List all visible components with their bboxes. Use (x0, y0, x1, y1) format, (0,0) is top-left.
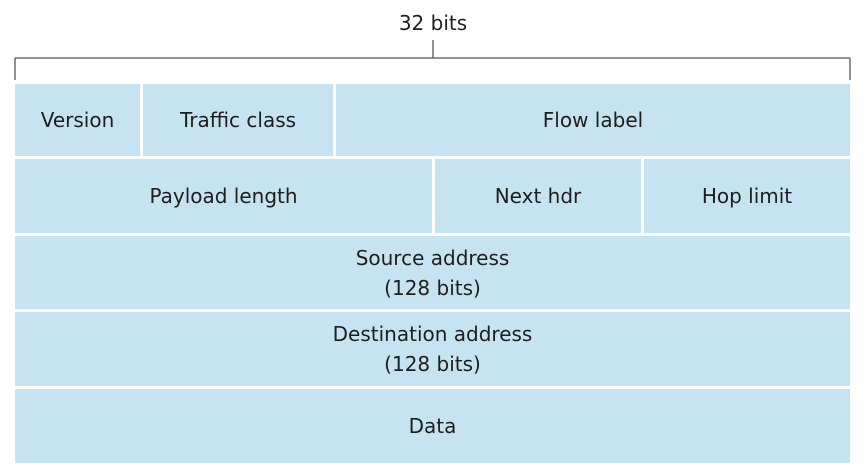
field-payload-length-label: Payload length (149, 184, 298, 208)
field-version-label: Version (40, 108, 115, 132)
field-payload-length: Payload length (15, 159, 432, 233)
width-label: 32 bits (398, 11, 468, 35)
field-next-hdr-label: Next hdr (494, 184, 582, 208)
field-data-label: Data (408, 414, 457, 438)
field-flow-label: Flow label (336, 84, 850, 156)
field-source-address-size: (128 bits) (384, 275, 481, 300)
field-traffic-class-label: Traffic class (179, 108, 297, 132)
width-bracket (14, 40, 851, 80)
field-destination-address: Destination address (128 bits) (15, 312, 850, 386)
field-data: Data (15, 389, 850, 463)
field-source-address-label: Source address (355, 245, 510, 270)
field-traffic-class: Traffic class (143, 84, 333, 156)
ipv6-header-diagram: Version Traffic class Flow label Payload… (15, 84, 850, 463)
field-hop-limit: Hop limit (644, 159, 850, 233)
field-flow-label-label: Flow label (542, 108, 644, 132)
field-source-address: Source address (128 bits) (15, 236, 850, 309)
field-hop-limit-label: Hop limit (701, 184, 793, 208)
field-destination-address-size: (128 bits) (384, 352, 481, 376)
field-destination-address-label: Destination address (332, 322, 533, 346)
field-next-hdr: Next hdr (435, 159, 641, 233)
field-version: Version (15, 84, 140, 156)
